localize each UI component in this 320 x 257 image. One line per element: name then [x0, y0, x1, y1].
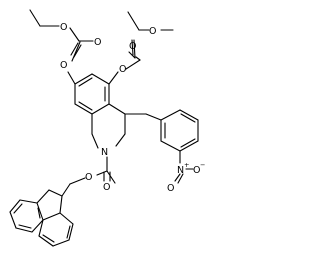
- nitro-minus-charge: −: [200, 161, 205, 169]
- nitrobenzyl-group: [124, 109, 199, 184]
- aromatic-ring-a: [74, 73, 110, 115]
- ethyl-carbonate-1: [29, 9, 94, 62]
- o-ring7-label: O: [119, 64, 126, 75]
- n-ring-label: N: [101, 147, 108, 158]
- o-nitro-minus-label: O: [193, 165, 200, 176]
- o-carbamate-carbonyl-label: O: [103, 182, 110, 193]
- o-ester2-carbonyl-label: O: [129, 41, 136, 52]
- nitro-plus-charge: +: [184, 161, 189, 169]
- o-ester1-ether-label: O: [60, 22, 67, 33]
- o-ester1-carbonyl-label: O: [94, 37, 101, 48]
- o-carbamate-ether-label: O: [85, 172, 92, 183]
- n-nitro-label: N: [177, 165, 184, 176]
- ethyl-carbonate-2: [125, 11, 174, 70]
- ring-substituent-bonds: [67, 71, 119, 85]
- o-nitro-double-label: O: [167, 183, 174, 194]
- o-ring6-label: O: [60, 60, 67, 71]
- fluorenyl-group: [9, 189, 74, 247]
- chemical-structure: O O O O O O N O O N + O − O: [9, 9, 205, 247]
- o-ester2-ether-label: O: [149, 26, 156, 37]
- fmoc-carbamate: [61, 156, 116, 197]
- saturated-ring-b: [91, 103, 126, 149]
